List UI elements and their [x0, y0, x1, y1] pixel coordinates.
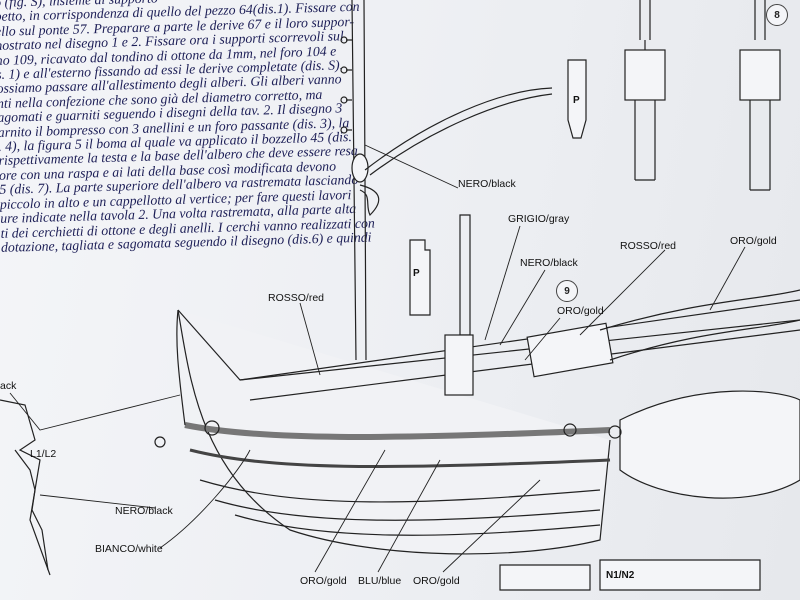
label-oro-gold-bottom2: ORO/gold [413, 575, 460, 587]
label-rosso-red-cabin: ROSSO/red [620, 240, 677, 252]
leader-lines [9, 144, 746, 573]
label-p-mid: P [413, 268, 420, 279]
label-black-cut: ack [0, 380, 17, 392]
label-n1-n2: N1/N2 [606, 570, 635, 581]
figure-8-drawing [409, 0, 781, 336]
label-blu-blue: BLU/blue [358, 575, 402, 587]
label-nero-black-deck: NERO/black [520, 257, 578, 269]
label-bianco-white: BIANCO/white [95, 543, 163, 555]
label-nero-black-mast: NERO/black [458, 178, 516, 190]
label-l1-l2: L1/L2 [30, 448, 57, 460]
label-grigio-gray: GRIGIO/gray [508, 213, 570, 225]
label-oro-gold-bottom1: ORO/gold [300, 575, 347, 587]
mast-drawing [340, 0, 553, 361]
hull-drawing [154, 289, 800, 555]
label-oro-gold-rail: ORO/gold [730, 235, 777, 247]
label-rosso-red-bow: ROSSO/red [268, 292, 325, 304]
label-p-top: P [573, 95, 580, 106]
label-nero-black-hull: NERO/black [115, 505, 173, 517]
figure-number-9: 9 [556, 280, 578, 302]
label-oro-gold-mid: ORO/gold [557, 305, 604, 317]
figure-number-8: 8 [766, 4, 788, 26]
side-parts-drawing [0, 399, 761, 591]
